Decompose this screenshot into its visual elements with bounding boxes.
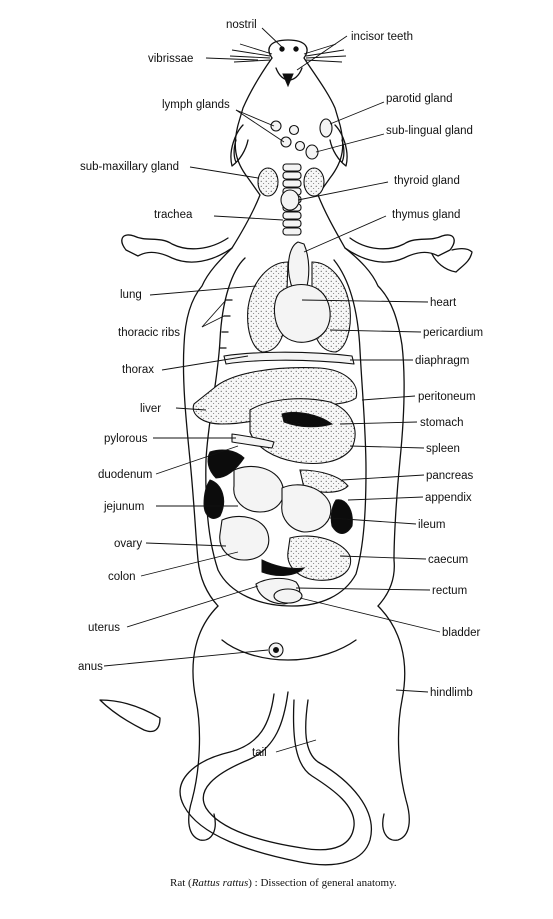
- label-pylorous: pylorous: [104, 433, 148, 445]
- label-bladder: bladder: [442, 627, 481, 639]
- label-trachea: trachea: [154, 209, 193, 221]
- label-hindlimb: hindlimb: [430, 687, 473, 699]
- lymph-gland: [280, 136, 292, 148]
- label-thymus-gland: thymus gland: [392, 209, 460, 221]
- duodenum-loop: [233, 466, 284, 513]
- body-outline: [99, 39, 473, 866]
- sub-maxillary-gland-left: [257, 167, 279, 197]
- label-pericardium: pericardium: [423, 327, 483, 339]
- figure-caption: Rat (Rattus rattus) : Dissection of gene…: [170, 877, 397, 889]
- thorax-organs: [219, 241, 355, 365]
- lymph-gland: [270, 120, 282, 132]
- caption-suffix: ) : Dissection of general anatomy.: [248, 877, 397, 889]
- label-incisor-teeth: incisor teeth: [351, 31, 413, 43]
- labels: nostril incisor teeth vibrissae lymph gl…: [78, 19, 483, 759]
- label-thyroid-gland: thyroid gland: [394, 175, 460, 187]
- leader-lines: [103, 27, 441, 753]
- label-appendix: appendix: [425, 492, 472, 504]
- lymph-gland: [288, 124, 300, 136]
- label-sub-lingual-gland: sub-lingual gland: [386, 125, 473, 137]
- abdomen-organs: [192, 367, 358, 658]
- label-parotid-gland: parotid gland: [386, 93, 453, 105]
- label-duodenum: duodenum: [98, 469, 152, 481]
- stomach-shape: [249, 398, 356, 465]
- parotid-gland-shape: [319, 118, 333, 138]
- label-spleen: spleen: [426, 443, 460, 455]
- sub-maxillary-gland-right: [303, 167, 325, 197]
- label-uterus: uterus: [88, 622, 120, 634]
- label-tail: tail: [252, 747, 267, 759]
- label-heart: heart: [430, 297, 457, 309]
- label-colon: colon: [108, 571, 136, 583]
- label-caecum: caecum: [428, 554, 468, 566]
- label-diaphragm: diaphragm: [415, 355, 469, 367]
- label-ileum: ileum: [418, 519, 445, 531]
- label-thoracic-ribs: thoracic ribs: [118, 327, 180, 339]
- label-peritoneum: peritoneum: [418, 391, 476, 403]
- label-sub-maxillary-gland: sub-maxillary gland: [80, 161, 179, 173]
- label-thorax: thorax: [122, 364, 154, 376]
- caption-species: Rattus rattus: [191, 877, 249, 889]
- label-rectum: rectum: [432, 585, 467, 597]
- neck-organs: [257, 118, 333, 236]
- label-nostril: nostril: [226, 19, 257, 31]
- caecum-shape: [287, 535, 352, 581]
- lung-left: [247, 261, 289, 353]
- diaphragm-shape: [223, 351, 355, 365]
- jejunum-loop: [281, 484, 332, 533]
- sub-lingual-gland-shape: [305, 144, 319, 160]
- label-lymph-glands: lymph glands: [162, 99, 230, 111]
- label-pancreas: pancreas: [426, 470, 474, 482]
- pylorous-shape: [231, 433, 275, 449]
- thyroid-gland-shape: [280, 189, 300, 211]
- label-stomach: stomach: [420, 417, 463, 429]
- label-liver: liver: [140, 403, 161, 415]
- heart-shape: [273, 283, 331, 343]
- label-vibrissae: vibrissae: [148, 53, 193, 65]
- bladder-shape: [273, 588, 303, 604]
- label-ovary: ovary: [114, 538, 142, 550]
- label-anus: anus: [78, 661, 103, 673]
- label-lung: lung: [120, 289, 142, 301]
- lymph-gland: [294, 140, 306, 152]
- label-jejunum: jejunum: [103, 501, 144, 513]
- caption-prefix: Rat (: [170, 877, 192, 889]
- colon-loop: [219, 516, 270, 561]
